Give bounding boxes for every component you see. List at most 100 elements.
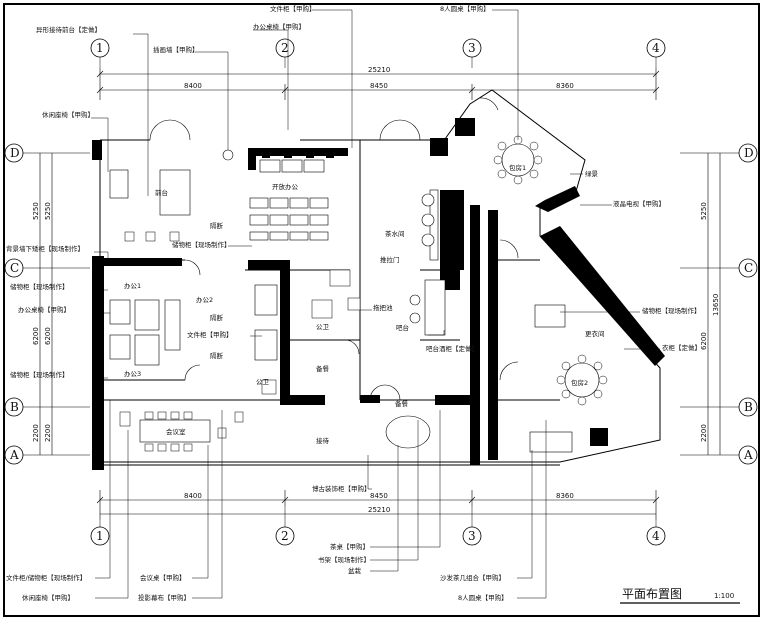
dim-bottom-3: 8360 [556,492,574,500]
room-partition-3: 隔断 [210,351,224,360]
room-restroom-2: 公卫 [256,378,270,386]
callout-left-3: 办公桌椅【甲购】 [18,305,70,314]
callout-inner-2: 拖把池 [373,303,393,312]
callout-left-4: 储物柜【现场制作】 [10,370,69,379]
room-dining-2: 包房2 [571,378,588,387]
dim-left-1b: 5250 [44,202,52,220]
callout-left-1: 背景墙下矮柜【现场制作】 [6,244,84,253]
callout-bottom-4: 沙发茶几组合【甲购】 [440,573,505,582]
right-dimensions [680,152,724,456]
callout-bottom-5: 8人圆桌【甲购】 [458,593,508,602]
axis-col-1-bottom: 1 [96,529,104,543]
callout-left-0: 休闲座椅【甲购】 [42,110,94,119]
axis-col-2-top: 2 [281,41,289,55]
callout-bottom-6: 文件柜/储物柜【现场制作】 [6,573,86,582]
callout-left-2: 储物柜【现场制作】 [10,282,69,291]
dim-bottom-2: 8450 [370,492,388,500]
room-bar: 吧台 [396,323,409,332]
axis-col-1-top: 1 [96,41,104,55]
room-dining-1: 包房1 [509,163,526,172]
axis-col-3-top: 3 [468,41,476,55]
callout-bottom-8: 会议桌【甲购】 [140,573,186,582]
callout-top-4: 8人圆桌【甲购】 [440,4,490,13]
room-sliding-door: 推拉门 [380,255,400,264]
room-reception: 接待 [316,436,330,445]
axis-col-4-bottom: 4 [652,529,660,543]
room-pantry-2: 备餐 [395,399,409,408]
callout-top-1: 插画墙【甲购】 [153,45,199,54]
callout-top-3: 文件柜【甲购】 [270,4,316,13]
dim-bottom-1: 8400 [184,492,202,500]
axis-row-a-left: A [9,448,19,462]
axis-col-2-bottom: 2 [281,529,289,543]
callout-right-1: 液晶电视【甲购】 [613,199,665,208]
callout-right-3: 衣柜【定做】 [662,343,701,352]
room-open-office: 开放办公 [272,182,299,191]
callout-right-2: 储物柜【现场制作】 [642,306,701,315]
room-restroom-1: 公卫 [316,323,330,331]
dim-left-3a: 2200 [32,424,40,442]
callout-inner-1: 文件柜【甲购】 [187,330,233,339]
dim-bottom-total: 25210 [368,506,390,514]
drawing-title: 平面布置图 [622,587,682,601]
callout-leaders [91,9,660,599]
callout-bottom-0: 博古装饰柜【甲购】 [312,484,371,493]
axis-col-3-bottom: 3 [468,529,476,543]
walls-outline [92,89,661,466]
room-pantry: 备餐 [316,364,330,373]
desk-chairs [262,150,334,158]
dim-right-2: 6200 [700,332,708,350]
dim-top-total: 25210 [368,66,390,74]
dim-left-1a: 5250 [32,202,40,220]
callout-bottom-3: 盆栽 [348,566,362,575]
room-office-2: 办公2 [196,295,213,304]
dim-right-3: 2200 [700,424,708,442]
bottom-dimensions [96,490,660,520]
axis-row-c-left: C [10,261,19,275]
restroom-fixtures [261,269,361,395]
axis-row-b-left: B [10,400,19,414]
callout-right-4: 吧台酒柜【定做】 [426,344,478,353]
room-office-1: 办公1 [124,281,141,290]
room-partition-2: 隔断 [210,313,224,322]
room-labels: 前台 开放办公 隔断 隔断 隔断 办公1 办公2 办公3 茶水间 推拉门 吧台 … [124,163,605,445]
callout-bottom-2: 书架【现场制作】 [318,555,370,564]
top-dimensions [96,68,660,100]
callout-right-0: 绿景 [585,169,599,178]
axis-col-4-top: 4 [652,41,660,55]
drawing-scale: 1:100 [714,592,734,600]
axis-row-b-right: B [744,400,753,414]
room-meeting: 会议室 [166,427,186,436]
dim-top-1: 8400 [184,82,202,90]
dim-right-total: 13650 [712,294,720,316]
room-partition-1: 隔断 [210,221,224,230]
room-tea: 茶水间 [385,229,405,238]
callout-bottom-9: 投影幕布【甲购】 [138,593,190,602]
walls-solid [92,118,665,470]
dim-left-3b: 2200 [44,424,52,442]
room-dressing: 更衣间 [585,329,605,338]
axis-row-c-right: C [744,261,753,275]
dim-left-2a: 6200 [32,327,40,345]
callouts: 异形接待前台【定做】 插画墙【甲购】 办公桌椅【甲购】 文件柜【甲购】 8人圆桌… [6,4,701,602]
office-furniture [109,169,446,443]
axis-row-a-right: A [743,448,753,462]
callout-top-0: 异形接待前台【定做】 [36,25,101,34]
callout-bottom-1: 茶桌【甲购】 [330,542,369,551]
axis-bubbles [4,38,758,546]
room-office-3: 办公3 [124,369,141,378]
callout-bottom-7: 休闲座椅【甲购】 [22,593,74,602]
open-office-desks [249,159,329,241]
lounge-furniture [385,193,573,453]
axis-row-d-left: D [10,146,20,160]
dim-right-1: 5250 [700,202,708,220]
axis-row-d-right: D [744,146,754,160]
left-dimensions [36,152,90,456]
dim-top-2: 8450 [370,82,388,90]
room-front-desk: 前台 [155,188,168,197]
callout-inner-0: 储物柜【现场制作】 [172,240,231,249]
callout-top-2: 办公桌椅【甲购】 [253,22,305,31]
dim-top-3: 8360 [556,82,574,90]
round-table-chairs [493,135,608,406]
doors [149,97,519,401]
